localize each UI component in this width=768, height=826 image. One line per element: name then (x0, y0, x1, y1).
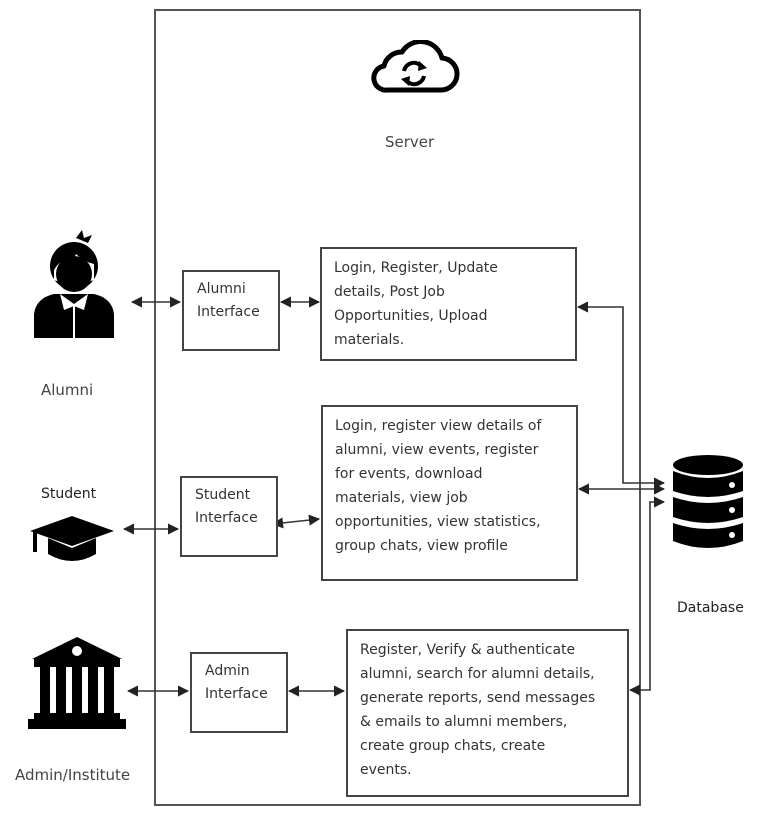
institution-building-icon (28, 637, 126, 729)
cloud-sync-icon (371, 40, 460, 93)
alumni-actor-label: Alumni (41, 381, 94, 399)
student-function-connector (271, 514, 321, 529)
alumni-db-connector (576, 301, 666, 489)
database-label: Database (677, 600, 744, 616)
server-label: Server (385, 133, 435, 151)
database-icon (673, 455, 743, 548)
admin-interface-box: Admin Interface (190, 652, 288, 733)
admin-actor-label: Admin/Institute (15, 766, 131, 784)
student-functions-box: Login, register view details of alumni, … (321, 405, 578, 581)
student-interface-box: Student Interface (180, 476, 278, 557)
alumni-person-icon (34, 230, 114, 338)
admin-db-connector (628, 496, 666, 696)
alumni-interface-box: Alumni Interface (182, 270, 280, 351)
graduation-cap-icon (30, 516, 114, 561)
admin-functions-box: Register, Verify & authenticate alumni, … (346, 629, 629, 797)
alumni-functions-box: Login, Register, Update details, Post Jo… (320, 247, 577, 361)
student-actor-label: Student (41, 486, 97, 502)
